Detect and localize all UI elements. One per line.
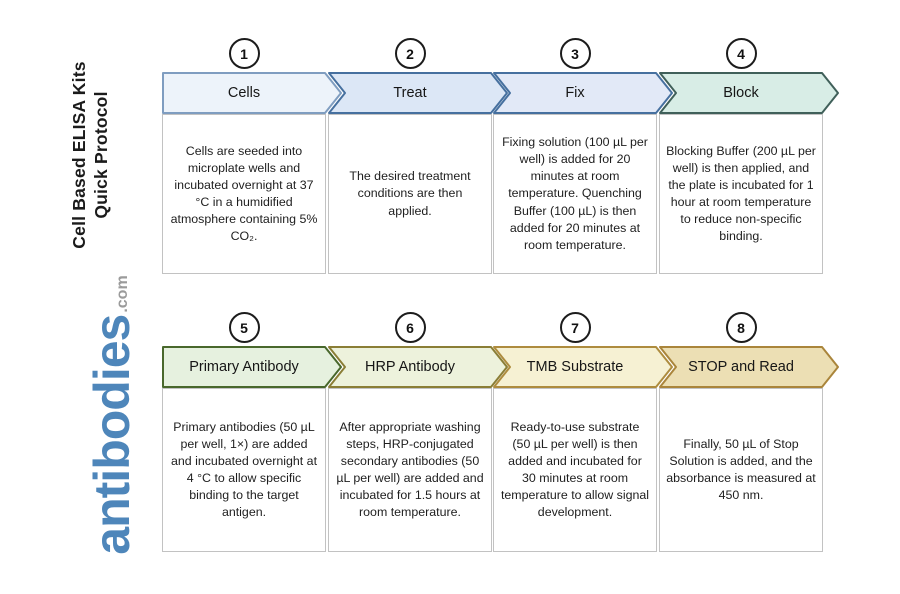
step-1-number: 1 xyxy=(240,45,248,62)
step-8: 8 STOP and Read Finally, 50 µL of Stop S… xyxy=(659,312,839,557)
step-1-arrow-shape xyxy=(162,72,342,114)
step-7-description-box: Ready-to-use substrate (50 µL per well) … xyxy=(493,388,657,552)
step-5-description: Primary antibodies (50 µL per well, 1×) … xyxy=(170,419,318,520)
step-2: 2 Treat The desired treatment conditions… xyxy=(328,38,508,278)
brand-logo-text: antibodies xyxy=(84,314,140,555)
step-2-number-badge: 2 xyxy=(394,38,426,69)
step-7-description: Ready-to-use substrate (50 µL per well) … xyxy=(500,419,650,520)
step-3-arrow-shape xyxy=(493,72,673,114)
step-6-arrow-shape xyxy=(328,346,508,388)
step-4-arrow-shape xyxy=(659,72,839,114)
step-5-number-badge: 5 xyxy=(228,312,260,343)
step-5-label: Primary Antibody xyxy=(189,359,299,375)
step-8-label: STOP and Read xyxy=(688,359,794,375)
arrow-chevron xyxy=(493,346,673,388)
arrow-chevron xyxy=(328,346,508,388)
step-8-number: 8 xyxy=(737,319,745,336)
step-4-description-box: Blocking Buffer (200 µL per well) is the… xyxy=(659,114,823,274)
step-3-number: 3 xyxy=(571,45,579,62)
step-1-description: Cells are seeded into microplate wells a… xyxy=(170,143,318,244)
step-5: 5 Primary Antibody Primary antibodies (5… xyxy=(162,312,342,557)
step-1-number-badge: 1 xyxy=(228,38,260,69)
arrow-chevron xyxy=(493,72,673,114)
step-6: 6 HRP Antibody After appropriate washing… xyxy=(328,312,508,557)
step-2-description-box: The desired treatment conditions are the… xyxy=(328,114,492,274)
step-8-number-badge: 8 xyxy=(725,312,757,343)
step-8-arrow-shape xyxy=(659,346,839,388)
page-title: Cell Based ELISA Kits Quick Protocol xyxy=(68,53,112,257)
step-3-description: Fixing solution (100 µL per well) is add… xyxy=(502,135,648,252)
step-3-number-badge: 3 xyxy=(559,38,591,69)
step-5-number: 5 xyxy=(240,319,248,336)
step-5-description-box: Primary antibodies (50 µL per well, 1×) … xyxy=(162,388,326,552)
page-title-line1: Cell Based ELISA Kits xyxy=(69,61,89,249)
step-8-description: Finally, 50 µL of Stop Solution is added… xyxy=(666,436,816,503)
arrow-chevron xyxy=(162,346,342,388)
step-8-description-box: Finally, 50 µL of Stop Solution is added… xyxy=(659,388,823,552)
step-2-arrow-shape xyxy=(328,72,508,114)
step-4-description: Blocking Buffer (200 µL per well) is the… xyxy=(666,143,816,244)
step-6-label: HRP Antibody xyxy=(364,359,455,375)
step-3-label: Fix xyxy=(565,85,585,101)
step-2-description: The desired treatment conditions are the… xyxy=(349,169,471,218)
step-4-label: Block xyxy=(723,85,759,101)
step-1-description-box: Cells are seeded into microplate wells a… xyxy=(162,114,326,274)
step-3: 3 Fix Fixing solution (100 µL per well) … xyxy=(493,38,673,278)
step-4: 4 Block Blocking Buffer (200 µL per well… xyxy=(659,38,839,278)
brand-logo-suffix: .com xyxy=(114,275,131,313)
step-7-number: 7 xyxy=(571,319,579,336)
page-title-line2: Quick Protocol xyxy=(91,91,111,219)
step-5-arrow-shape xyxy=(162,346,342,388)
step-2-number: 2 xyxy=(406,45,414,62)
arrow-chevron xyxy=(328,72,508,114)
step-1-label: Cells xyxy=(227,85,261,101)
step-4-number-badge: 4 xyxy=(725,38,757,69)
step-6-number-badge: 6 xyxy=(394,312,426,343)
step-3-description-box: Fixing solution (100 µL per well) is add… xyxy=(493,114,657,274)
arrow-chevron xyxy=(659,72,839,114)
step-6-number: 6 xyxy=(406,319,414,336)
step-7: 7 TMB Substrate Ready-to-use substrate (… xyxy=(493,312,673,557)
step-2-label: Treat xyxy=(393,85,427,101)
arrow-chevron xyxy=(162,72,342,114)
arrow-chevron xyxy=(659,346,839,388)
step-7-number-badge: 7 xyxy=(559,312,591,343)
protocol-diagram: 1 Cells Cells are seeded into microplate… xyxy=(162,0,874,594)
brand-logo: antibodies .com xyxy=(57,265,140,565)
step-6-description-box: After appropriate washing steps, HRP-con… xyxy=(328,388,492,552)
step-1: 1 Cells Cells are seeded into microplate… xyxy=(162,38,342,278)
step-6-description: After appropriate washing steps, HRP-con… xyxy=(336,419,484,520)
step-4-number: 4 xyxy=(737,45,745,62)
step-7-arrow-shape xyxy=(493,346,673,388)
step-7-label: TMB Substrate xyxy=(526,359,624,375)
